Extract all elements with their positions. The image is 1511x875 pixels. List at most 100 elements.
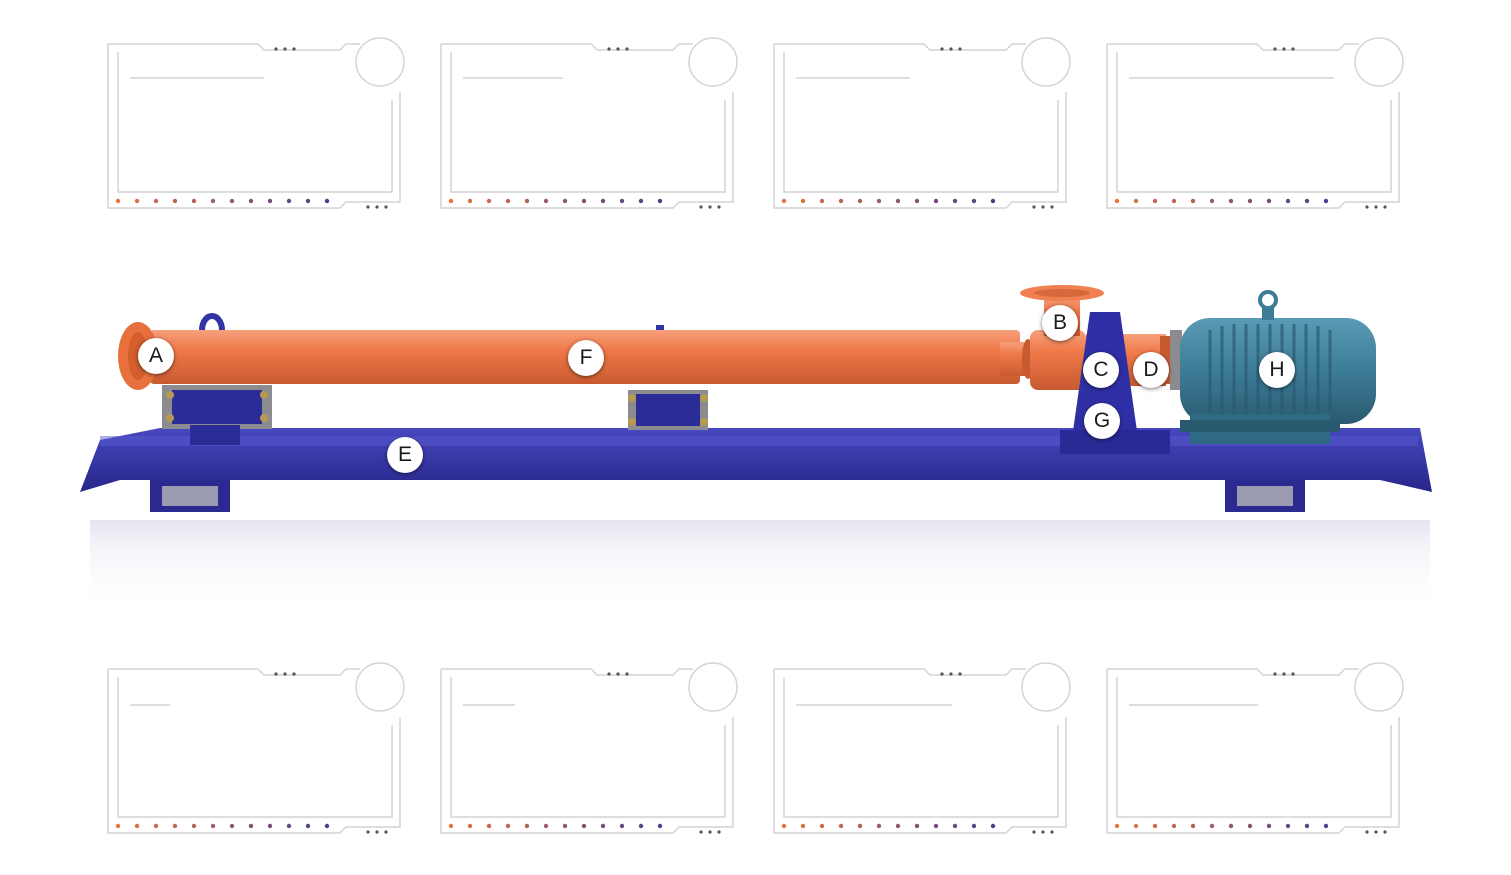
card-corner-dot	[958, 47, 962, 51]
card-dot	[800, 198, 806, 204]
card-dot	[971, 823, 977, 829]
card-dot	[467, 823, 473, 829]
card-dot	[1171, 823, 1177, 829]
card-dot	[990, 823, 996, 829]
card-corner-dot	[1041, 205, 1045, 209]
card-dot	[305, 198, 311, 204]
card-corner-dot	[274, 47, 278, 51]
callout-h[interactable]: H	[1259, 352, 1295, 388]
card-dot	[248, 823, 254, 829]
card-dot	[172, 198, 178, 204]
card-dot	[857, 198, 863, 204]
card-corner-dot	[1291, 672, 1295, 676]
card-dot	[657, 198, 663, 204]
card-dot	[1133, 198, 1139, 204]
card-dot	[838, 823, 844, 829]
card-corner-dot	[1282, 672, 1286, 676]
card-dot	[933, 823, 939, 829]
card-dot	[1171, 198, 1177, 204]
card-dot	[1285, 823, 1291, 829]
card-corner-dot	[1050, 205, 1054, 209]
card-corner-dot	[607, 672, 611, 676]
card-corner-dot	[274, 672, 278, 676]
card-dot	[286, 198, 292, 204]
card-dot	[134, 823, 140, 829]
card-dot	[895, 198, 901, 204]
card-corner-dot	[366, 205, 370, 209]
callout-e[interactable]: E	[387, 437, 423, 473]
card-dot	[1266, 198, 1272, 204]
callout-d[interactable]: D	[1133, 352, 1169, 388]
card-corner-dot	[940, 672, 944, 676]
card-corner-dot	[1374, 830, 1378, 834]
card-dot	[600, 198, 606, 204]
card-dot	[1323, 198, 1329, 204]
card-dot	[857, 823, 863, 829]
card-dot	[486, 823, 492, 829]
card-dot	[267, 198, 273, 204]
card-dot	[448, 198, 454, 204]
card-corner-dot	[375, 205, 379, 209]
card-dot	[467, 198, 473, 204]
card-dot	[1209, 198, 1215, 204]
card-dot	[115, 823, 121, 829]
card-dot	[914, 198, 920, 204]
card-dot	[286, 823, 292, 829]
card-corner-dot	[949, 672, 953, 676]
card-dot	[952, 198, 958, 204]
card-dot	[486, 198, 492, 204]
card-dot	[1285, 198, 1291, 204]
card-dot	[781, 823, 787, 829]
card-corner-dot	[292, 672, 296, 676]
card-corner-dot	[1032, 205, 1036, 209]
card-dot	[971, 198, 977, 204]
card-dot	[191, 198, 197, 204]
card-dot	[191, 823, 197, 829]
card-corner-dot	[283, 672, 287, 676]
card-corner-dot	[616, 672, 620, 676]
card-dot	[1114, 198, 1120, 204]
card-dot	[210, 823, 216, 829]
card-dot	[933, 198, 939, 204]
card-dot	[1114, 823, 1120, 829]
card-dot	[229, 198, 235, 204]
card-corner-dot	[1050, 830, 1054, 834]
card-corner-dot	[717, 205, 721, 209]
card-dot	[505, 823, 511, 829]
card-dot	[1228, 198, 1234, 204]
card-corner-dot	[384, 830, 388, 834]
card-corner-dot	[717, 830, 721, 834]
card-outlines	[107, 37, 1404, 834]
card-dot	[1304, 198, 1310, 204]
card-dot	[1190, 198, 1196, 204]
card-corner-dot	[1383, 205, 1387, 209]
card-dot	[248, 198, 254, 204]
callout-a[interactable]: A	[138, 338, 174, 374]
card-dot-rows	[115, 47, 1387, 834]
card-dot	[581, 823, 587, 829]
card-dot	[324, 198, 330, 204]
card-dot	[267, 823, 273, 829]
card-dot	[1247, 198, 1253, 204]
card-corner-dot	[1383, 830, 1387, 834]
card-dot	[153, 823, 159, 829]
callout-g[interactable]: G	[1084, 403, 1120, 439]
card-dot	[838, 198, 844, 204]
card-corner-dot	[1273, 47, 1277, 51]
callout-f[interactable]: F	[568, 340, 604, 376]
card-corner-dot	[699, 205, 703, 209]
card-dot	[229, 823, 235, 829]
callout-c[interactable]: C	[1083, 352, 1119, 388]
card-dot	[543, 198, 549, 204]
card-dot	[1228, 823, 1234, 829]
card-dot	[819, 198, 825, 204]
card-dot	[115, 198, 121, 204]
card-dot	[952, 823, 958, 829]
card-dot	[1247, 823, 1253, 829]
card-dot	[619, 823, 625, 829]
callout-b[interactable]: B	[1042, 305, 1078, 341]
card-dot	[505, 198, 511, 204]
card-dot	[1209, 823, 1215, 829]
card-dot	[1304, 823, 1310, 829]
card-corner-dot	[625, 672, 629, 676]
